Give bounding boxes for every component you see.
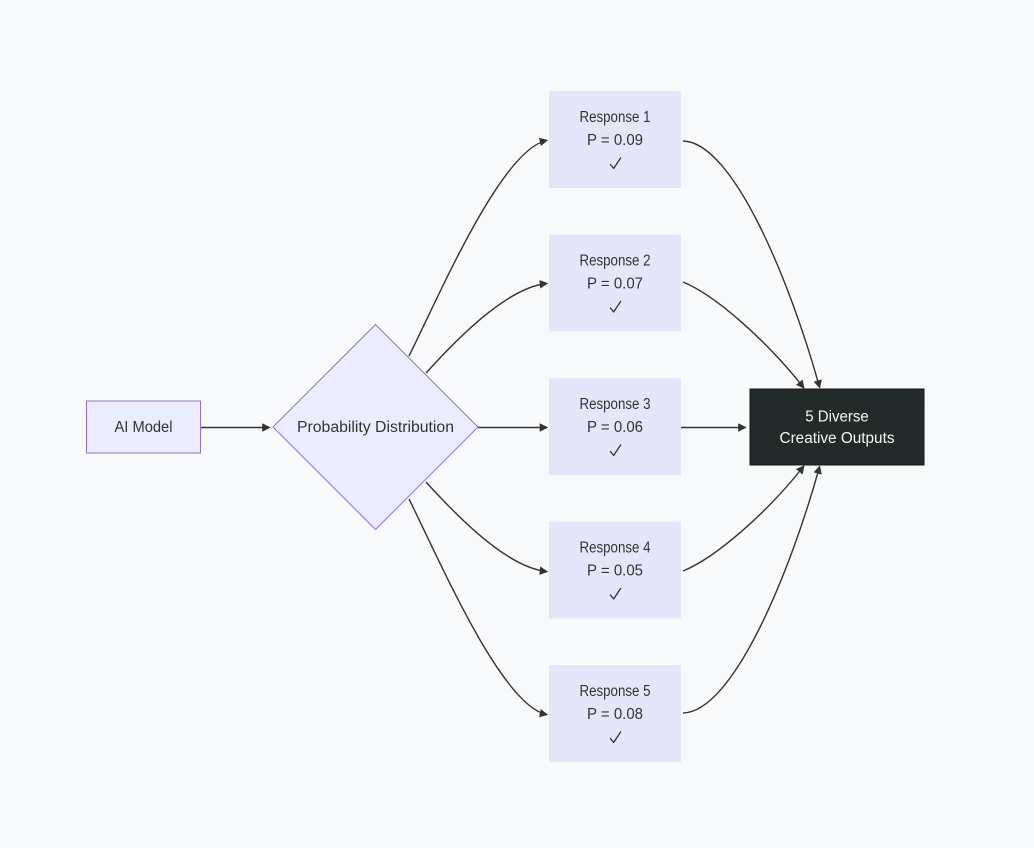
svg-text:P = 0.07: P = 0.07 xyxy=(587,276,643,293)
svg-text:5 Diverse: 5 Diverse xyxy=(805,409,869,426)
svg-text:AI Model: AI Model xyxy=(115,419,173,436)
svg-text:P = 0.05: P = 0.05 xyxy=(587,563,643,580)
svg-text:P = 0.08: P = 0.08 xyxy=(587,706,643,723)
svg-text:Response 3: Response 3 xyxy=(580,396,651,413)
svg-text:Response 1: Response 1 xyxy=(580,109,651,126)
svg-text:Creative Outputs: Creative Outputs xyxy=(780,430,895,447)
svg-text:P = 0.09: P = 0.09 xyxy=(587,132,643,149)
svg-text:Response 5: Response 5 xyxy=(580,683,651,700)
svg-text:Response 4: Response 4 xyxy=(580,540,651,557)
svg-text:P = 0.06: P = 0.06 xyxy=(587,419,643,436)
svg-text:Response 2: Response 2 xyxy=(580,253,651,270)
svg-text:Probability Distribution: Probability Distribution xyxy=(297,419,454,436)
